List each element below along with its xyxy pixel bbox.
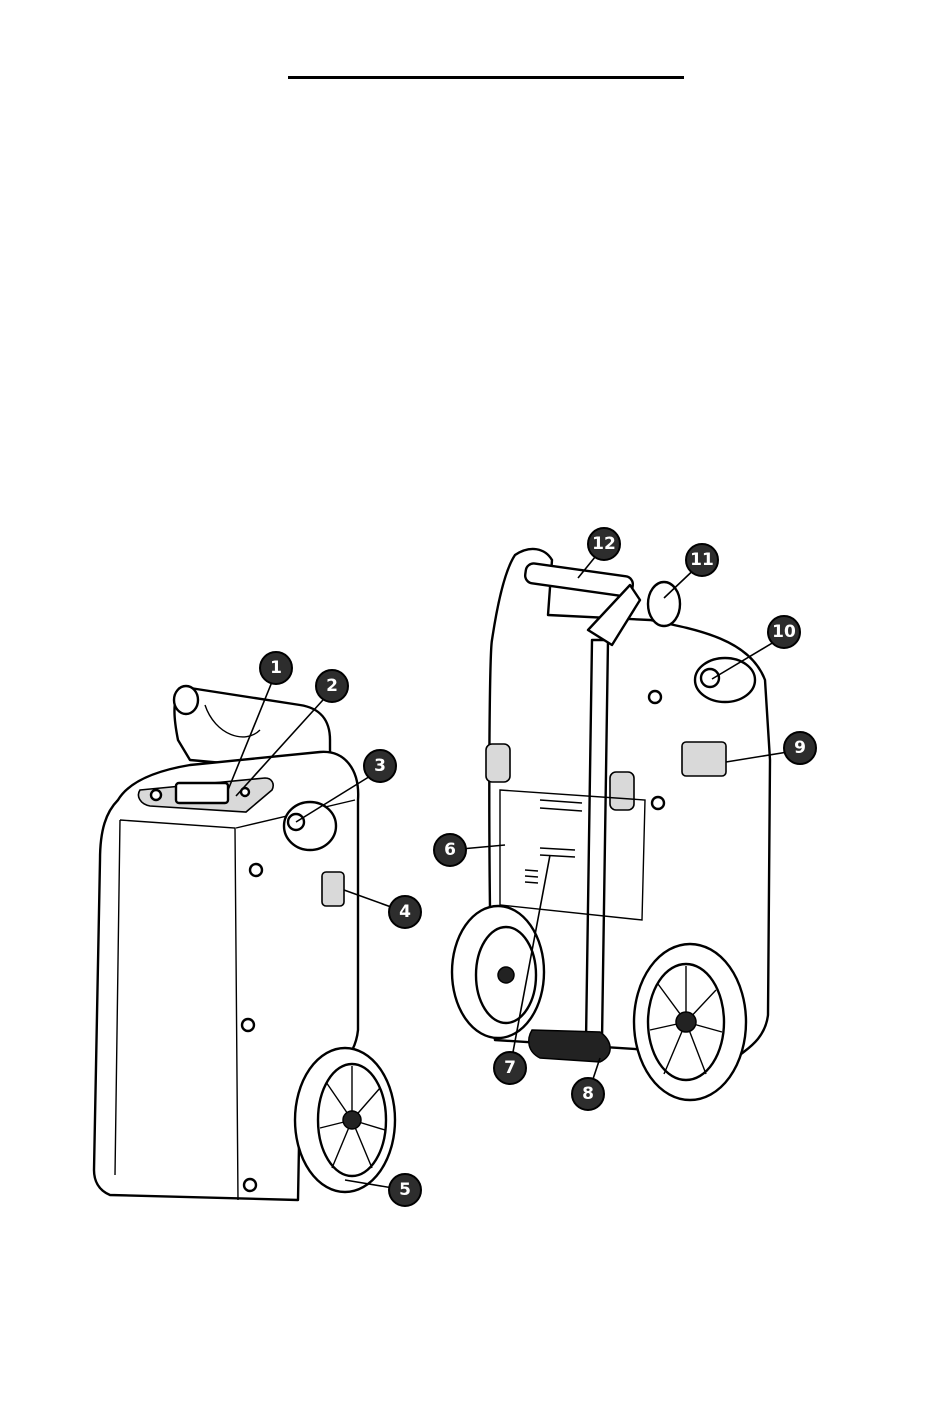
- callout-4-label: 4: [399, 902, 411, 922]
- callout-6: 6: [434, 834, 466, 866]
- callout-7: 7: [494, 1052, 526, 1084]
- callout-7-label: 7: [504, 1058, 516, 1078]
- callout-11-label: 11: [690, 550, 714, 570]
- front-handle-knob: [174, 686, 198, 714]
- callout-11: 11: [686, 544, 718, 576]
- callout-2: 2: [316, 670, 348, 702]
- callout-2-label: 2: [326, 676, 338, 696]
- callout-3: 3: [364, 750, 396, 782]
- screw: [649, 691, 661, 703]
- callout-8: 8: [572, 1078, 604, 1110]
- screw: [242, 1019, 254, 1031]
- screw: [652, 797, 664, 809]
- callout-5-label: 5: [399, 1180, 411, 1200]
- display-screen: [176, 783, 228, 803]
- front-wheel-hub: [343, 1111, 361, 1129]
- front-view-unit: [94, 686, 395, 1200]
- callout-9: 9: [784, 732, 816, 764]
- callout-8-label: 8: [582, 1084, 594, 1104]
- callout-1-label: 1: [270, 658, 282, 678]
- callout-1: 1: [260, 652, 292, 684]
- control-button-left: [151, 790, 161, 800]
- callout-9-label: 9: [794, 738, 806, 758]
- callout-10-label: 10: [772, 622, 796, 642]
- inlet-port: [701, 669, 719, 687]
- handle-pivot-knob: [648, 582, 680, 626]
- screw: [244, 1179, 256, 1191]
- callout-6-label: 6: [444, 840, 456, 860]
- strap-buckle-right: [610, 772, 634, 810]
- rear-vent: [682, 742, 726, 776]
- rear-right-wheel-hub: [676, 1012, 696, 1032]
- screw: [250, 864, 262, 876]
- rear-view-unit: [452, 549, 770, 1100]
- callout-12: 12: [588, 528, 620, 560]
- callout-5: 5: [389, 1174, 421, 1206]
- callout-4: 4: [389, 896, 421, 928]
- callout-3-label: 3: [374, 756, 386, 776]
- side-slot: [322, 872, 344, 906]
- callout-12-label: 12: [592, 534, 616, 554]
- foot-rest: [529, 1030, 610, 1062]
- rear-left-wheel-hub: [498, 967, 514, 983]
- callout-10: 10: [768, 616, 800, 648]
- strap-buckle-left: [486, 744, 510, 782]
